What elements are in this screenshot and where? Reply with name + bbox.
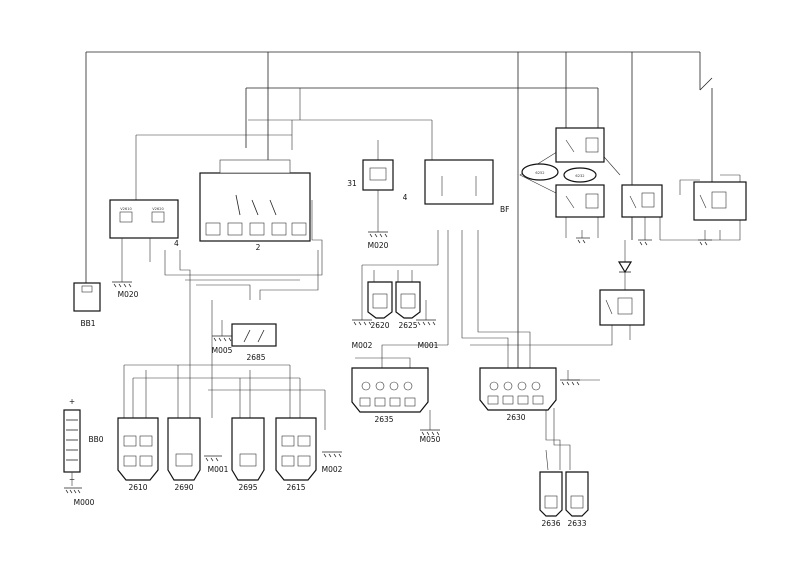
diode [617, 261, 633, 274]
ground-m002-a: M002 [352, 319, 373, 350]
ground-m020-a: M020 [112, 281, 139, 299]
label-bb0: BB0 [88, 435, 103, 444]
label-2625: 2625 [398, 321, 417, 330]
label-4-a: 4 [174, 239, 179, 248]
lamp-2620: 2620 [367, 281, 393, 330]
ground-m020-b: M020 [368, 231, 389, 250]
lamp-2690: 2690 [167, 417, 201, 492]
label-bf: BF [500, 205, 509, 214]
ground-m005: M005 [212, 320, 233, 355]
fuse-bb1: BB1 [73, 282, 101, 328]
relay-middle [621, 184, 663, 218]
label-m005: M005 [212, 346, 233, 355]
label-2685: 2685 [246, 353, 265, 362]
lamp-2636: 2636 [539, 471, 563, 528]
ground-m001-a: M001 [416, 319, 439, 350]
label-m001-a: M001 [418, 341, 439, 350]
wire-network [85, 51, 741, 471]
lamp-2615: 2615 [275, 417, 317, 492]
label-4-b: 4 [403, 193, 408, 202]
lamp-cluster-2635: 2635 [351, 367, 429, 424]
label-m020-b: M020 [368, 241, 389, 250]
label-m020-a: M020 [118, 290, 139, 299]
switch-top-right [699, 77, 713, 91]
label-2: 2 [256, 243, 261, 252]
lamp-2610: 2610 [117, 417, 159, 492]
label-31: 31 [347, 179, 357, 188]
battery-bb0: + − BB0 [63, 397, 104, 486]
callout-6232: 6232 [563, 167, 597, 183]
battery-plus: + [69, 397, 75, 406]
ground-m000: M000 [64, 487, 95, 507]
label-v2620: V2620 [152, 207, 164, 211]
label-2635: 2635 [374, 415, 393, 424]
device-31: 31 4 [347, 159, 408, 232]
label-m002-b: M002 [322, 465, 343, 474]
callout-6252: 6252 [521, 163, 559, 181]
label-m001-b: M001 [208, 465, 229, 474]
label-2620: 2620 [370, 321, 389, 330]
ground-m002-b: M002 [322, 451, 343, 474]
lamp-cluster-2630: 2630 [479, 367, 557, 422]
label-m002-a: M002 [352, 341, 373, 350]
label-m050: M050 [420, 435, 441, 444]
ground-relays [576, 237, 712, 246]
ground-right-a [560, 379, 580, 386]
label-v2610: V2610 [120, 207, 132, 211]
label-2630: 2630 [506, 413, 525, 422]
label-2695: 2695 [238, 483, 257, 492]
module-bf: BF [424, 159, 509, 214]
label-m000: M000 [74, 498, 95, 507]
ground-m050: M050 [420, 429, 441, 444]
label-6232: 6232 [575, 174, 584, 178]
lamp-2633: 2633 [565, 471, 589, 528]
relay-bottom [555, 184, 605, 218]
label-bb1: BB1 [80, 319, 95, 328]
lamp-2695: 2695 [231, 417, 265, 492]
label-2633: 2633 [567, 519, 586, 528]
label-2636: 2636 [541, 519, 560, 528]
label-2615: 2615 [286, 483, 305, 492]
module-v2610-v2620: V2610 V2620 4 [109, 199, 179, 282]
label-6252: 6252 [535, 171, 544, 175]
relay-top [555, 127, 605, 163]
switch-2685: 2685 [231, 323, 277, 362]
ground-m001-b: M001 [204, 455, 229, 474]
lamp-2625: 2625 [395, 281, 421, 330]
relay-lower [599, 289, 645, 326]
label-2690: 2690 [174, 483, 193, 492]
switch-unit-2: 2 [199, 159, 311, 252]
relay-far-right [693, 181, 747, 221]
label-2610: 2610 [128, 483, 147, 492]
